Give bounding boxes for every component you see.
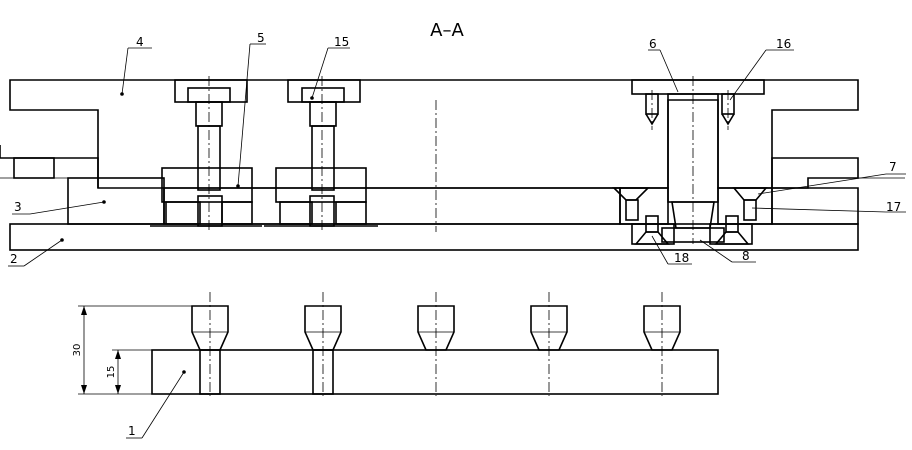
centerlines-lower	[209, 292, 663, 396]
label-part-17: 17	[886, 200, 901, 214]
countersunk-screw-upper-right	[732, 187, 768, 221]
label-part-2: 2	[10, 252, 18, 266]
guide-pillar	[619, 93, 773, 245]
base-plate	[151, 349, 719, 395]
label-part-3: 3	[14, 200, 22, 214]
leaders	[8, 43, 906, 439]
countersunk-screw-lower-right	[714, 215, 750, 245]
countersunk-screw-lower-left	[634, 215, 670, 245]
nut-block-right	[264, 167, 378, 227]
bottom-plate	[9, 223, 859, 251]
label-part-1: 1	[128, 424, 136, 438]
label-part-5: 5	[257, 31, 265, 45]
left-clamp-block	[0, 145, 165, 225]
countersunk-screw-upper-left	[612, 187, 650, 221]
bolt-right	[301, 87, 345, 191]
dimension-total-height: 30	[72, 344, 83, 357]
label-part-8: 8	[742, 249, 750, 263]
top-plate	[9, 79, 859, 189]
label-part-15: 15	[334, 35, 349, 49]
dimension-lines	[78, 305, 192, 395]
middle-plate	[163, 157, 905, 225]
label-part-18: 18	[674, 251, 689, 265]
section-title: A–A	[430, 20, 464, 41]
label-part-7: 7	[889, 160, 897, 174]
label-part-4: 4	[136, 35, 144, 49]
label-part-6: 6	[649, 37, 657, 51]
dimension-base-height: 15	[106, 366, 117, 379]
nut-block-left	[150, 167, 262, 227]
label-part-16: 16	[776, 37, 791, 51]
centerlines-section	[208, 76, 729, 244]
